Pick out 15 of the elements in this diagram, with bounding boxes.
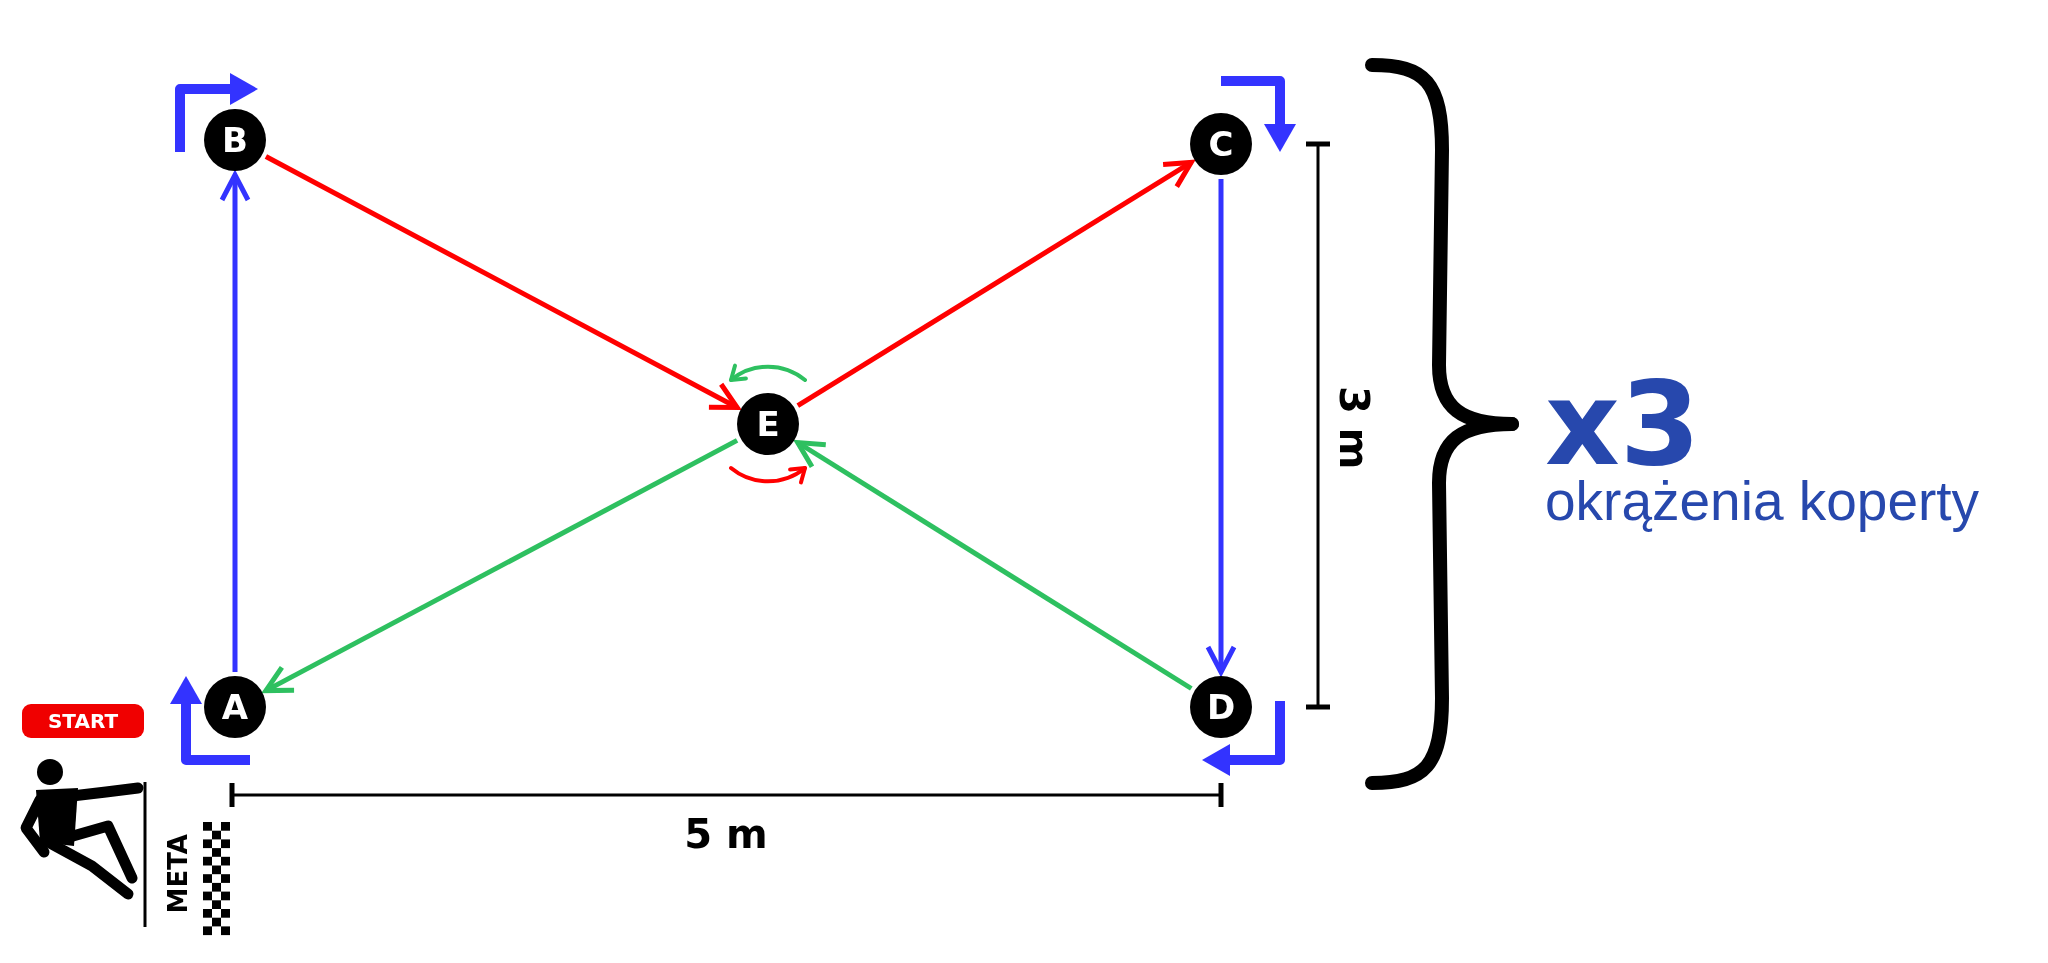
- dimension-label: 3 m: [1334, 386, 1374, 470]
- arrow: [1205, 179, 1237, 675]
- arrow: [795, 440, 1193, 691]
- arrow: [264, 154, 740, 410]
- arrow: [796, 159, 1194, 408]
- start-tag: START: [22, 704, 144, 738]
- point-marker: E: [737, 393, 799, 455]
- point-marker: A: [204, 676, 266, 738]
- point-marker: D: [1190, 676, 1252, 738]
- point-marker: B: [204, 109, 266, 171]
- point-marker: C: [1190, 113, 1252, 175]
- finish-label: META: [165, 834, 191, 914]
- arrow: [219, 172, 251, 672]
- arrow: [263, 438, 739, 694]
- dimension-label: 5 m: [684, 814, 768, 854]
